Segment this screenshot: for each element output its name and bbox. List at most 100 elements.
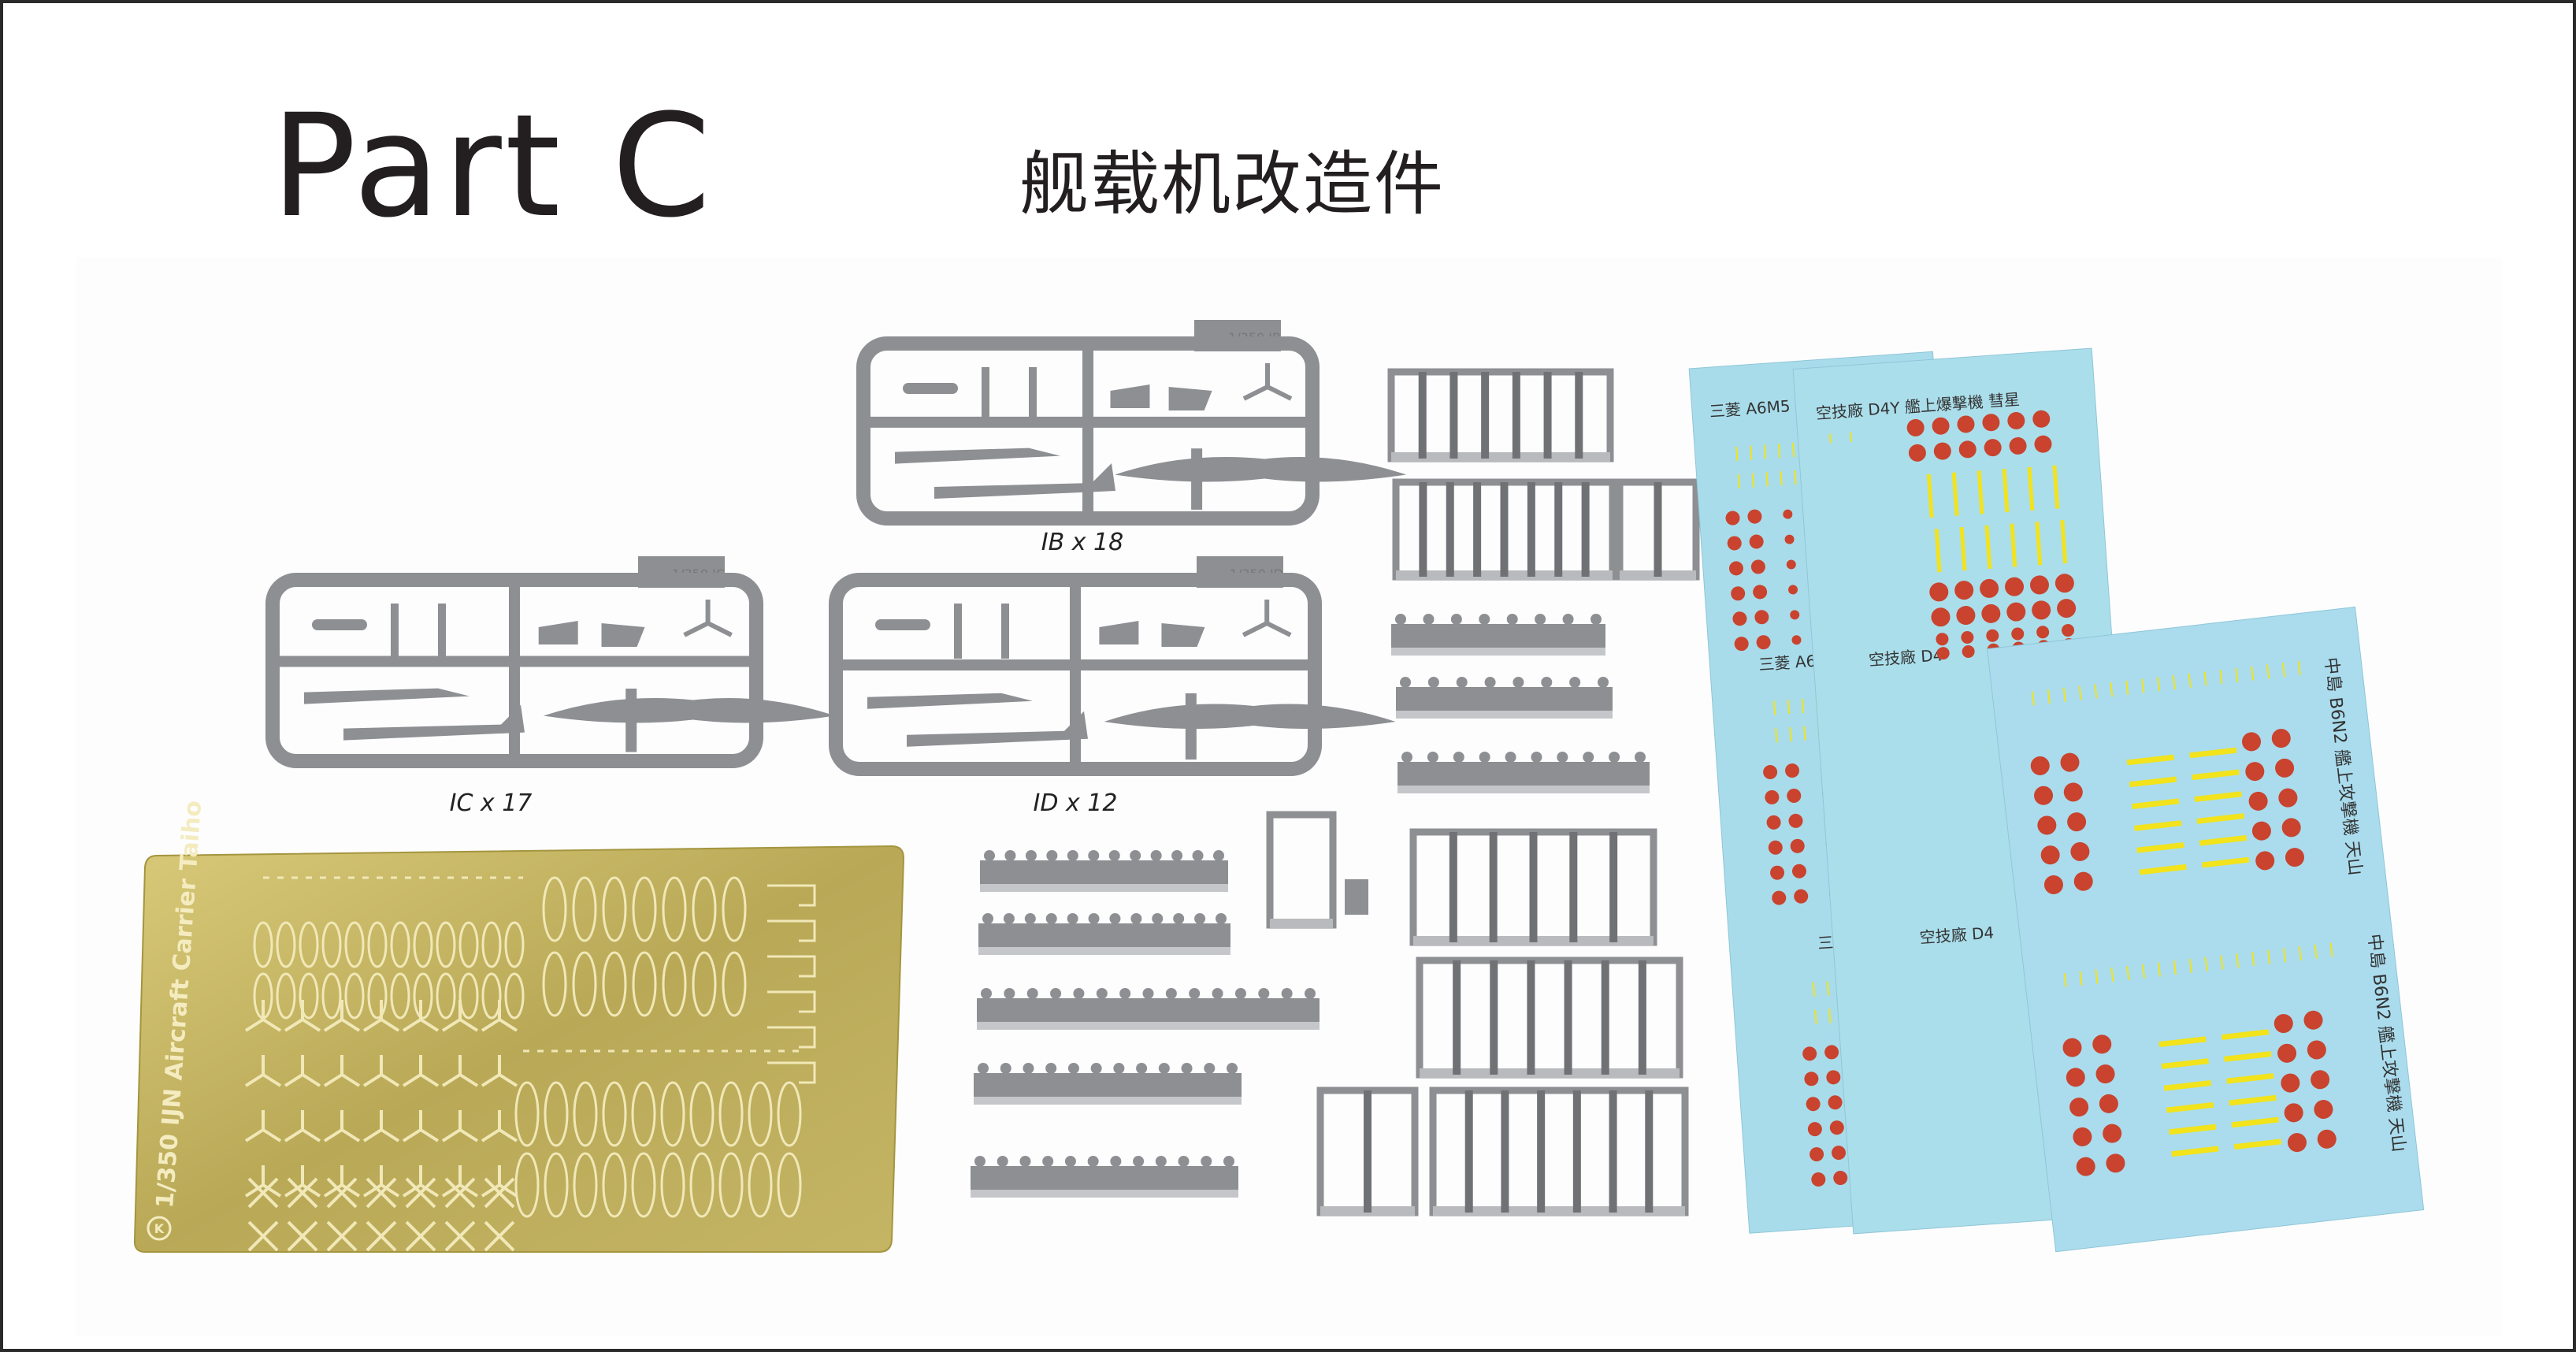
rack-post <box>1150 850 1162 861</box>
stretcher-part <box>662 951 687 1017</box>
decal-roundel <box>2303 1010 2323 1030</box>
decal-stripe <box>2079 971 2083 986</box>
stretcher-part <box>692 951 717 1017</box>
decal-stripe <box>1977 470 1984 514</box>
product-photo: 1/350 IB 1/350 IC 1/350 ID IB x 18 IC x … <box>133 320 2425 1253</box>
decal-roundel <box>2006 602 2026 622</box>
decal-stripe <box>2204 956 2208 971</box>
propeller-part <box>287 1220 318 1252</box>
rack-post <box>1189 988 1201 999</box>
part-propeller <box>683 600 733 637</box>
stretcher-part <box>514 1081 540 1147</box>
stretcher-part <box>602 1152 627 1218</box>
rack-bar <box>1501 1090 1509 1213</box>
decal-stripe <box>1737 474 1740 488</box>
decal-stripe <box>1828 433 1832 444</box>
rack-post <box>1562 614 1574 625</box>
propeller-part <box>366 1220 397 1252</box>
decal-roundel <box>1810 1147 1824 1162</box>
decal-stripe <box>1765 472 1769 487</box>
decal-roundel <box>1725 511 1740 526</box>
decal-roundel <box>1984 439 2002 457</box>
decal-roundel <box>2271 729 2291 748</box>
stretcher-part <box>514 1152 540 1218</box>
decal-roundel <box>2062 624 2075 637</box>
propeller-part <box>366 1177 397 1209</box>
decal-roundel <box>2032 600 2051 620</box>
decal-roundel <box>2040 845 2060 865</box>
rack-post <box>1181 1063 1193 1074</box>
decal-stripe <box>2156 677 2160 692</box>
rack-post <box>1505 752 1516 763</box>
rack-post <box>1110 1156 1122 1167</box>
rack-post <box>1506 614 1518 625</box>
decal-roundel <box>1906 418 1925 436</box>
propeller-part <box>247 1177 279 1209</box>
rack-post <box>1067 850 1078 861</box>
decal-roundel <box>2034 786 2054 805</box>
decal-roundel <box>1790 610 1800 620</box>
decal-stripe <box>2173 960 2177 975</box>
propeller-part <box>405 1177 436 1209</box>
stretcher-part <box>660 1081 685 1147</box>
railing-part <box>767 919 816 942</box>
rack-strip-edge <box>974 1097 1242 1105</box>
decal-stripe <box>2251 951 2255 966</box>
part-tailplane <box>1110 384 1212 410</box>
propeller-part <box>481 1110 518 1142</box>
stretcher-part <box>542 876 567 942</box>
propeller-part <box>444 1220 476 1252</box>
stretcher-part <box>413 972 433 1020</box>
rack-bar <box>1489 832 1498 942</box>
rack-strip <box>1391 624 1605 651</box>
decal-roundel <box>1929 582 1949 602</box>
rack-bar <box>1645 1090 1654 1213</box>
decal-roundel <box>2106 1153 2125 1173</box>
rack-bar <box>1512 372 1520 459</box>
rack-post <box>1130 850 1141 861</box>
part-strut <box>982 367 989 422</box>
decal-roundel <box>1982 414 2000 432</box>
rack-post <box>1557 752 1568 763</box>
rack-post <box>1204 1063 1216 1074</box>
sprue-id-caption: ID x 12 <box>1034 789 1118 817</box>
rack-strip <box>974 1073 1242 1100</box>
stretcher-part <box>602 876 627 942</box>
decal-roundel <box>2060 752 2080 772</box>
rack-post <box>1212 988 1223 999</box>
propeller-part <box>481 1165 518 1198</box>
stretcher-part <box>481 921 502 968</box>
decal-stripe <box>2166 1101 2214 1113</box>
decal-roundel <box>2032 410 2051 428</box>
rack-post <box>1045 913 1057 924</box>
decal-roundel <box>1784 534 1795 544</box>
sprue-ib-caption: IB x 18 <box>1041 529 1123 556</box>
stretcher-part <box>573 1081 598 1147</box>
rack-post <box>1109 913 1121 924</box>
rack-bar <box>1453 960 1461 1075</box>
propeller-part <box>362 1110 400 1142</box>
stretcher-part <box>276 972 296 1020</box>
railing-part <box>767 884 816 907</box>
decal-stripe <box>2266 664 2270 679</box>
rack-bar <box>1564 960 1572 1075</box>
decal-roundel <box>1747 509 1762 524</box>
part-strut <box>438 604 446 659</box>
stretcher-part <box>299 921 319 968</box>
part-strut <box>1001 604 1009 659</box>
rack-post <box>1136 1063 1148 1074</box>
rack-post <box>1192 850 1204 861</box>
decal-stripe <box>2281 663 2285 678</box>
rack-post <box>1113 1063 1125 1074</box>
decal-roundel <box>2285 848 2304 867</box>
part-strut <box>954 604 962 659</box>
decal-stripe <box>2126 965 2130 981</box>
decal-roundel <box>2275 758 2295 778</box>
rack-strip-edge <box>1396 711 1613 719</box>
rack-post <box>1142 988 1154 999</box>
stretcher-part <box>572 876 597 942</box>
decal-roundel <box>2281 818 2301 838</box>
propeller-part <box>441 1055 479 1087</box>
decal-roundel <box>2029 575 2049 595</box>
decal-stripe <box>1764 444 1767 459</box>
